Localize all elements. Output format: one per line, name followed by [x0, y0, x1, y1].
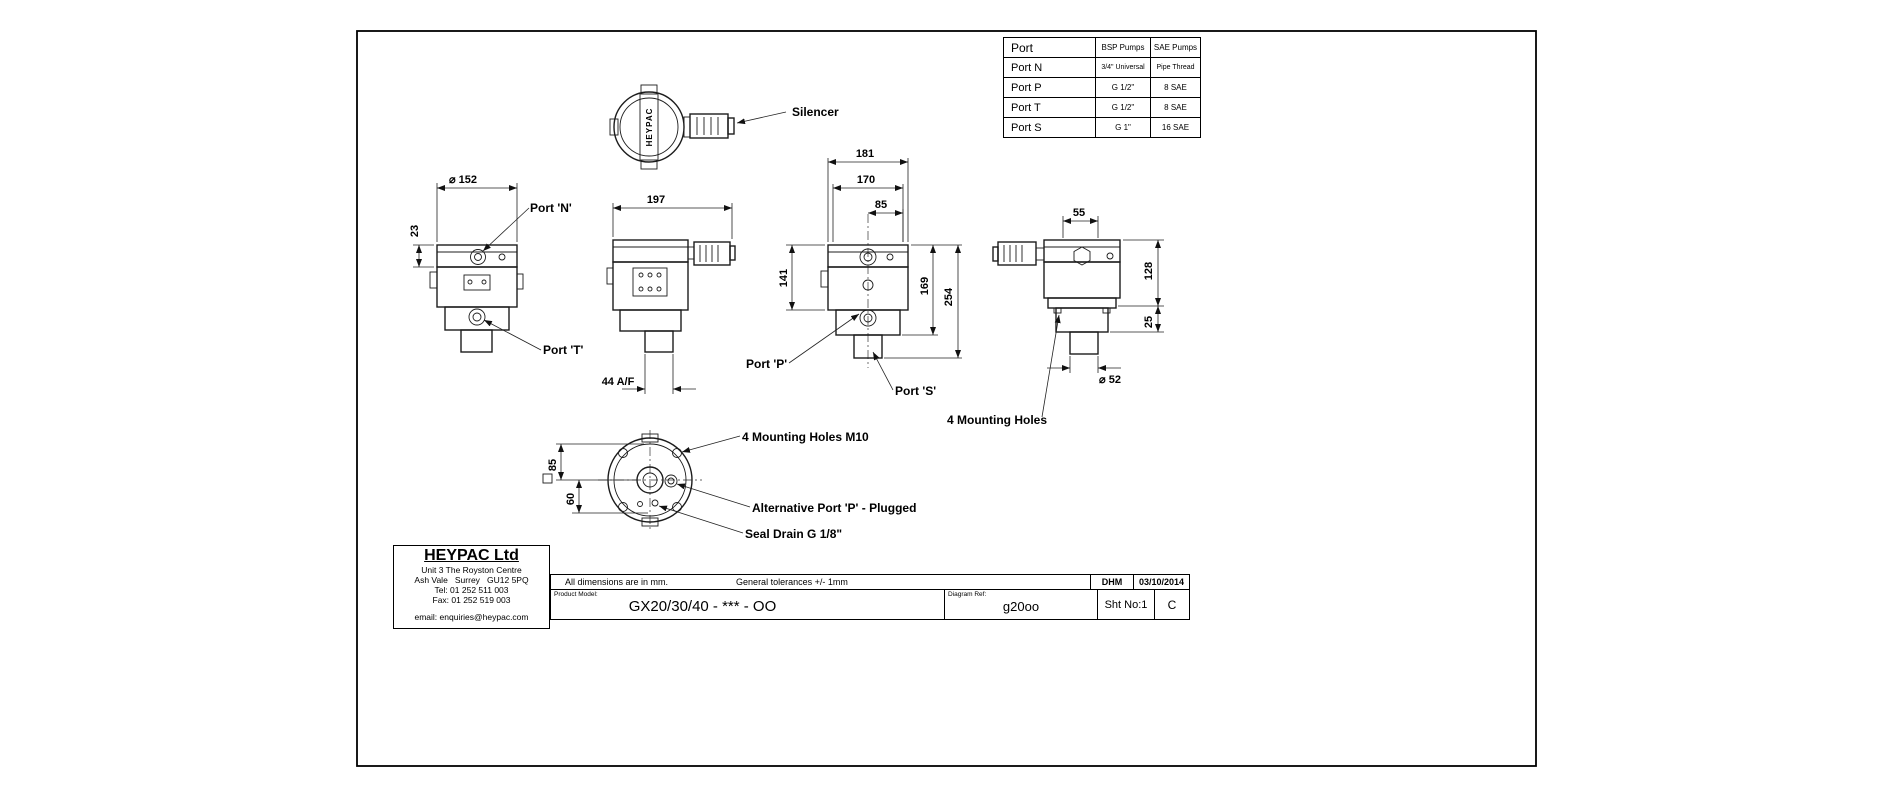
revision-cell: C	[1167, 597, 1177, 612]
dim-23: 23	[409, 225, 421, 237]
port-t-label: Port 'T'	[543, 343, 584, 357]
email-line: email: enquiries@heypac.com	[414, 612, 529, 622]
port-n-cell: Port N	[1003, 57, 1096, 78]
dim-55: 55	[1073, 207, 1085, 219]
port-t-cell: Port T	[1003, 97, 1096, 118]
port-p-label: Port 'P'	[746, 357, 787, 371]
sheet-frame	[356, 30, 1537, 767]
port-header: Port	[1003, 37, 1096, 58]
product-model-value: GX20/30/40 - *** - OO	[628, 598, 777, 615]
dim-141: 141	[778, 269, 790, 287]
mounting-hole	[672, 448, 682, 458]
address-line-1: Unit 3 The Royston Centre	[421, 565, 522, 575]
product-model-cell: Product Model: GX20/30/40 - *** - OO	[551, 590, 945, 619]
company-name: HEYPAC Ltd	[424, 547, 519, 564]
bsp-header: BSP Pumps	[1095, 37, 1151, 58]
sheet-number-cell: Sht No:1	[1098, 590, 1155, 619]
table-row-port-n: Port N 3/4" Universal Pipe Thread	[1003, 57, 1201, 78]
hex-plug	[1073, 246, 1091, 266]
seal-drain-hole	[651, 499, 659, 507]
title-strip-model-row: Product Model: GX20/30/40 - *** - OO Dia…	[550, 590, 1190, 620]
date-cell: 03/10/2014	[1138, 577, 1185, 587]
port-n-bsp: 3/4" Universal	[1095, 57, 1151, 78]
port-table-header-row: Port BSP Pumps SAE Pumps	[1003, 37, 1201, 58]
table-row-port-p: Port P G 1/2" 8 SAE	[1003, 77, 1201, 98]
dim-85-bottom: 85	[547, 459, 559, 471]
fax-line: Fax: 01 252 519 003	[432, 595, 511, 605]
port-s-sae: 16 SAE	[1150, 117, 1201, 138]
dim-dia52: ⌀ 52	[1099, 374, 1121, 386]
datum-symbol	[542, 473, 553, 484]
dim-25: 25	[1143, 316, 1155, 328]
silencer-label: Silencer	[792, 105, 839, 119]
drawn-by-cell: DHM	[1091, 575, 1134, 589]
dim-181: 181	[856, 148, 874, 160]
dim-254: 254	[943, 287, 955, 306]
dim-85-rear: 85	[875, 199, 887, 211]
view-side-silencer-right: 197 44 A/F	[602, 194, 736, 394]
port-spec-table: Port BSP Pumps SAE Pumps Port N 3/4" Uni…	[1003, 37, 1201, 138]
dim-197: 197	[647, 194, 665, 206]
mounting-holes-m10-label: 4 Mounting Holes M10	[742, 430, 869, 444]
port-n-sae: Pipe Thread	[1150, 57, 1201, 78]
table-row-port-t: Port T G 1/2" 8 SAE	[1003, 97, 1201, 118]
table-row-port-s: Port S G 1" 16 SAE	[1003, 117, 1201, 138]
port-s-label: Port 'S'	[895, 384, 936, 398]
mounting-holes-label: 4 Mounting Holes	[947, 413, 1047, 427]
dim-169: 169	[919, 277, 931, 295]
view-rear: 181 170 85 141 169 254 P	[746, 148, 962, 398]
view-top-silencer: HEYPAC Silencer	[609, 84, 839, 170]
dimensions-note: All dimensions are in mm.	[565, 577, 669, 587]
mounting-hole	[618, 448, 628, 458]
product-model-label: Product Model:	[554, 591, 598, 598]
notes-cell: All dimensions are in mm. General tolera…	[551, 575, 1091, 589]
address-line-2: Ash Vale Surrey GU12 5PQ	[414, 575, 529, 585]
title-strip-notes-row: All dimensions are in mm. General tolera…	[550, 574, 1190, 590]
dim-128: 128	[1143, 262, 1155, 280]
dim-44af: 44 A/F	[602, 376, 635, 388]
phone-line: Tel: 01 252 511 003	[434, 585, 509, 595]
port-s-cell: Port S	[1003, 117, 1096, 138]
port-p-boss	[859, 309, 877, 327]
tolerance-note: General tolerances +/- 1mm	[736, 577, 848, 587]
port-t-sae: 8 SAE	[1150, 97, 1201, 118]
view-bottom: 85 60 4 Mounting Holes M10 Alternative P…	[542, 430, 916, 541]
port-t-boss	[468, 308, 486, 326]
port-p-bsp: G 1/2"	[1095, 77, 1151, 98]
port-n-boss	[470, 249, 486, 265]
view-side-silencer-left: 55 128 25 ⌀ 52 4 Mounting Holes	[947, 207, 1164, 427]
port-t-bsp: G 1/2"	[1095, 97, 1151, 118]
dim-dia152: ⌀ 152	[449, 174, 477, 186]
mounting-hole	[618, 502, 628, 512]
sae-header: SAE Pumps	[1150, 37, 1201, 58]
port-n-label: Port 'N'	[530, 201, 572, 215]
port-p-sae: 8 SAE	[1150, 77, 1201, 98]
company-title-box: HEYPAC Ltd Unit 3 The Royston Centre Ash…	[393, 545, 550, 629]
view-front: ⌀ 152 23 Port 'N' Port 'T'	[409, 174, 584, 357]
alt-port-p-label: Alternative Port 'P' - Plugged	[752, 501, 916, 515]
dim-170: 170	[857, 174, 875, 186]
pump-brand-stamp: HEYPAC	[645, 108, 654, 147]
diagram-ref-cell: Diagram Ref: g20oo	[945, 590, 1098, 619]
port-s-bsp: G 1"	[1095, 117, 1151, 138]
seal-drain-label: Seal Drain G 1/8"	[745, 527, 842, 541]
port-p-cell: Port P	[1003, 77, 1096, 98]
dim-60: 60	[565, 493, 577, 505]
diagram-ref-value: g20oo	[1002, 599, 1040, 614]
alt-port-p-boss	[664, 474, 678, 488]
diagram-ref-label: Diagram Ref:	[948, 591, 987, 598]
